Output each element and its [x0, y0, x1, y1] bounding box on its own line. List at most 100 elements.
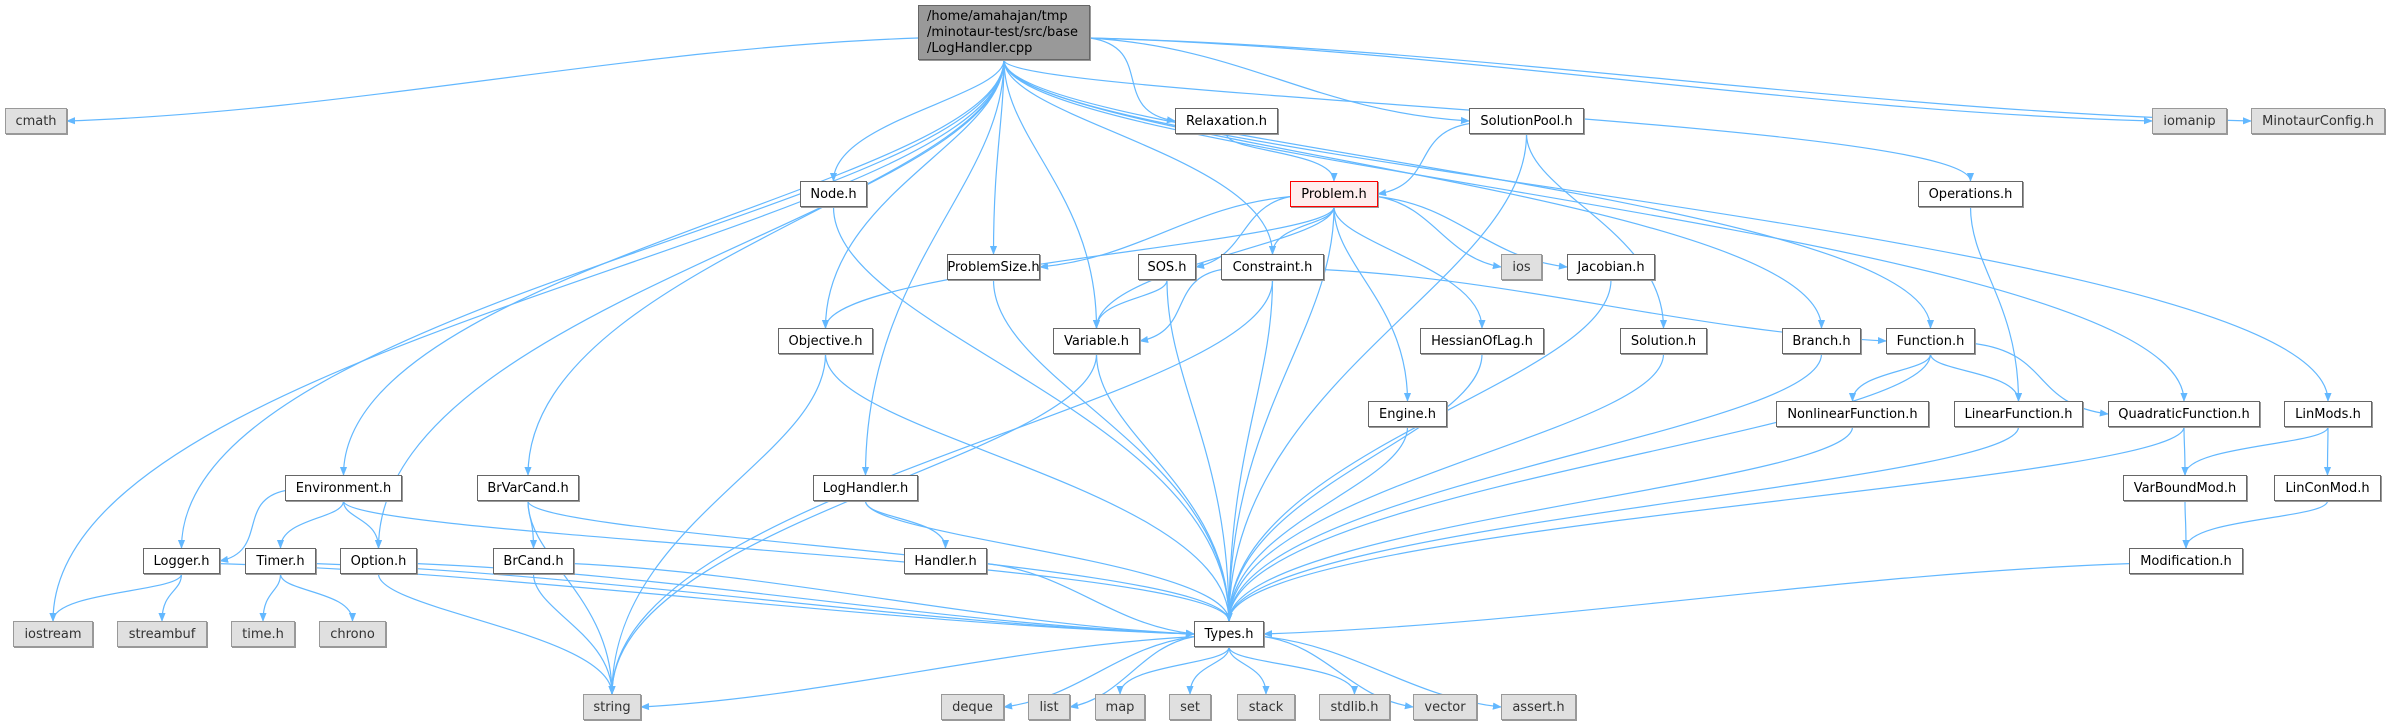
edge-environment-to-option [342, 500, 383, 549]
graph-node-timeh[interactable]: time.h [231, 621, 295, 647]
edge-sos-to-types [1166, 279, 1233, 622]
edge-handler-to-types [986, 563, 1195, 637]
edge-objective-to-string [608, 353, 827, 695]
edge-root-to-brvarcand [524, 59, 1005, 476]
graph-node-brcand[interactable]: BrCand.h [493, 548, 574, 574]
edge-types-to-list [1069, 636, 1195, 710]
edge-linmods-to-linconmod [2323, 426, 2332, 476]
graph-node-iostream[interactable]: iostream [13, 621, 93, 647]
graph-node-streambuf[interactable]: streambuf [117, 621, 207, 647]
graph-node-quadraticfunction[interactable]: QuadraticFunction.h [2108, 401, 2260, 427]
graph-node-linmods[interactable]: LinMods.h [2284, 401, 2372, 427]
edge-root-to-cmath [66, 37, 919, 125]
edge-branch-to-types [1225, 353, 1823, 622]
edge-timer-to-chrono [279, 573, 357, 622]
graph-node-vector[interactable]: vector [1413, 694, 1477, 720]
graph-node-sos[interactable]: SOS.h [1138, 254, 1196, 280]
edge-quadraticfunction-to-types [1225, 426, 2185, 622]
edge-modification-to-types [1263, 563, 2130, 638]
graph-node-variable[interactable]: Variable.h [1053, 328, 1140, 354]
edge-problem-to-hessianoflag [1333, 206, 1486, 329]
graph-node-node[interactable]: Node.h [800, 181, 867, 207]
edge-loghandlerh-to-handler [864, 500, 950, 549]
edge-linmods-to-varboundmod [2181, 426, 2329, 476]
graph-node-list[interactable]: list [1028, 694, 1070, 720]
graph-node-stack[interactable]: stack [1237, 694, 1295, 720]
edge-constraint-to-types [1225, 279, 1274, 622]
graph-node-varboundmod[interactable]: VarBoundMod.h [2123, 475, 2247, 501]
edge-engine-to-types [1225, 426, 1409, 622]
graph-node-deque[interactable]: deque [941, 694, 1004, 720]
edge-root-to-problemsize [989, 59, 1005, 255]
graph-node-loghandlerh[interactable]: LogHandler.h [813, 475, 918, 501]
edge-operations-to-linearfunction [1969, 206, 2023, 402]
edge-root-to-objective [821, 59, 1005, 329]
graph-node-chrono[interactable]: chrono [319, 621, 386, 647]
edge-linconmod-to-modification [2182, 500, 2329, 549]
graph-node-handler[interactable]: Handler.h [904, 548, 987, 574]
graph-node-branch[interactable]: Branch.h [1782, 328, 1861, 354]
graph-node-problemsize[interactable]: ProblemSize.h [947, 254, 1040, 280]
graph-node-nonlinearfunction[interactable]: NonlinearFunction.h [1776, 401, 1929, 427]
graph-node-operations[interactable]: Operations.h [1918, 181, 2023, 207]
edge-sos-to-variable [1092, 279, 1168, 329]
edge-function-to-types [1225, 353, 1932, 622]
edge-root-to-logger [177, 59, 1005, 549]
edge-timer-to-timeh [259, 573, 282, 622]
graph-node-constraint[interactable]: Constraint.h [1221, 254, 1324, 280]
edge-objective-to-types [824, 353, 1233, 622]
graph-node-ios[interactable]: ios [1501, 254, 1542, 280]
edge-root-to-node [829, 59, 1005, 182]
graph-node-string[interactable]: string [583, 694, 641, 720]
graph-node-solution[interactable]: Solution.h [1620, 328, 1707, 354]
edge-environment-to-timer [276, 500, 345, 549]
graph-node-modification[interactable]: Modification.h [2129, 548, 2243, 574]
edge-brcand-to-string [532, 573, 616, 695]
edge-types-to-vector [1263, 636, 1414, 710]
graph-node-map[interactable]: map [1095, 694, 1145, 720]
graph-node-environment[interactable]: Environment.h [285, 475, 402, 501]
graph-node-root[interactable]: /home/amahajan/tmp /minotaur-test/src/ba… [918, 5, 1090, 60]
graph-node-timer[interactable]: Timer.h [245, 548, 316, 574]
graph-node-stdlib[interactable]: stdlib.h [1319, 694, 1390, 720]
edge-root-to-iostream [49, 59, 1005, 622]
graph-node-problem[interactable]: Problem.h [1290, 181, 1378, 207]
edge-solution-to-types [1225, 353, 1665, 622]
edge-problem-to-ios [1377, 196, 1502, 270]
graph-node-set[interactable]: set [1169, 694, 1211, 720]
graph-node-cmath[interactable]: cmath [5, 108, 67, 134]
graph-node-function[interactable]: Function.h [1886, 328, 1975, 354]
graph-node-solutionpool[interactable]: SolutionPool.h [1469, 108, 1584, 134]
edge-linearfunction-to-types [1225, 426, 2020, 622]
graph-node-assert[interactable]: assert.h [1501, 694, 1576, 720]
edge-timer-to-types [315, 563, 1195, 638]
edge-brvarcand-to-string [527, 500, 616, 695]
graph-node-linearfunction[interactable]: LinearFunction.h [1954, 401, 2083, 427]
graph-node-engine[interactable]: Engine.h [1368, 401, 1447, 427]
graph-node-brvarcand[interactable]: BrVarCand.h [477, 475, 579, 501]
edge-root-to-solutionpool [1089, 37, 1470, 125]
graph-node-logger[interactable]: Logger.h [143, 548, 220, 574]
edge-root-to-minotaurconfig [1089, 37, 2252, 125]
graph-node-objective[interactable]: Objective.h [778, 328, 873, 354]
graph-node-types[interactable]: Types.h [1194, 621, 1264, 647]
edge-root-to-relaxation [1089, 37, 1176, 124]
graph-node-linconmod[interactable]: LinConMod.h [2274, 475, 2381, 501]
edge-function-to-nonlinearfunction [1848, 353, 1932, 402]
edge-root-to-branch [1003, 59, 1826, 329]
edge-hessianoflag-to-types [1225, 353, 1483, 622]
edge-brcand-to-types [573, 563, 1195, 638]
graph-node-minotaurconfig[interactable]: MinotaurConfig.h [2251, 108, 2385, 134]
graph-node-iomanip[interactable]: iomanip [2152, 108, 2227, 134]
edge-brvarcand-to-types [527, 500, 1233, 622]
edge-solutionpool-to-solution [1525, 133, 1668, 329]
edge-root-to-environment [339, 59, 1005, 476]
graph-node-jacobian[interactable]: Jacobian.h [1567, 254, 1655, 280]
graph-node-relaxation[interactable]: Relaxation.h [1175, 108, 1278, 134]
graph-node-hessianoflag[interactable]: HessianOfLag.h [1420, 328, 1544, 354]
edge-environment-to-types [342, 500, 1233, 622]
graph-node-option[interactable]: Option.h [340, 548, 417, 574]
edge-root-to-quadraticfunction [1003, 59, 2188, 402]
